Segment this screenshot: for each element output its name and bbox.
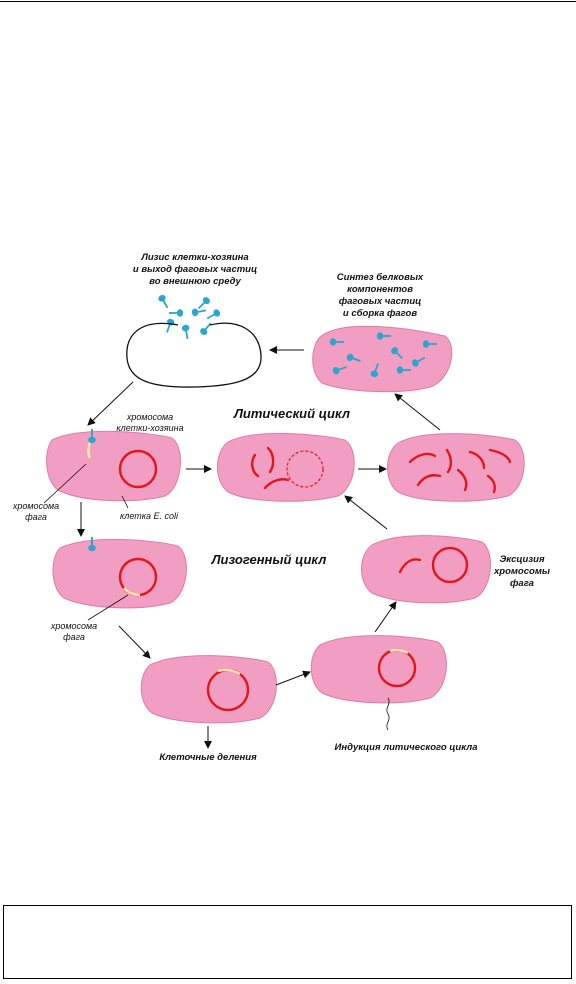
- phage-life-cycle-diagram: Лизис клетки-хозяина и выход фаговых час…: [12, 252, 550, 763]
- host-chromosome-label-line-2: клетки-хозяина: [116, 423, 183, 433]
- synthesis-label-line-4: и сборка фагов: [343, 308, 417, 319]
- phage-chromosome-label-2-line-2: фага: [63, 632, 85, 642]
- arrow-prophage-to-induction: [275, 670, 311, 686]
- synthesis-label-line-1: Синтез белковых: [337, 272, 424, 283]
- induction-signal: [386, 697, 390, 731]
- synthesis-label: Синтез белковых компонентов фаговых част…: [337, 272, 424, 319]
- phage-chromosome-label-1-line-1: хромосома: [12, 501, 59, 511]
- cell-lytic-many-dna: [387, 433, 525, 502]
- induction-label: Индукция литического цикла: [335, 742, 478, 753]
- arrow-many-dna-to-assembly: [394, 393, 441, 431]
- cell-prophage-division: [140, 655, 277, 724]
- cell-prophage-induction: [310, 635, 447, 704]
- lysogenic-cycle-title: Лизогенный цикл: [211, 552, 327, 567]
- excision-label-line-2: хромосомы: [493, 566, 550, 577]
- bottom-frame: [3, 905, 572, 979]
- lysis-label: Лизис клетки-хозяина и выход фаговых час…: [133, 252, 257, 287]
- synthesis-label-line-3: фаговых частиц: [339, 296, 422, 307]
- lysis-label-line-2: и выход фаговых частиц: [133, 264, 257, 275]
- cell-lytic-replication: [217, 432, 355, 502]
- arrow-lysogen-to-prophage: [118, 625, 151, 659]
- ecoli-cell-label: клетка E. coli: [120, 511, 179, 521]
- cell-infected: [46, 428, 181, 502]
- arrow-excision-to-lytic: [344, 495, 388, 530]
- cell-division-label: Клеточные деления: [159, 752, 257, 763]
- lytic-cycle-title: Литический цикл: [233, 406, 350, 421]
- cell-phage-assembly: [312, 325, 453, 393]
- cell-excision: [361, 535, 491, 604]
- lysis-label-line-3: во внешнюю среду: [149, 276, 241, 287]
- lysis-label-line-1: Лизис клетки-хозяина: [140, 252, 248, 263]
- top-rule: [0, 1, 576, 2]
- excision-label-line-3: фага: [510, 578, 534, 589]
- host-chromosome-label-line-1: хромосома: [126, 412, 173, 422]
- cycle-arrows: [77, 346, 441, 749]
- arrow-induction-to-excision: [374, 601, 397, 633]
- released-phages: [156, 292, 223, 341]
- phage-chromosome-label-2-line-1: хромосома: [50, 621, 97, 631]
- phage-chromosome-label-1-line-2: фага: [25, 512, 47, 522]
- arrow-lysis-to-infection: [87, 381, 134, 426]
- synthesis-label-line-2: компонентов: [347, 284, 413, 295]
- lysed-cell: [126, 322, 262, 388]
- excision-label-line-1: Эксцизия: [499, 554, 545, 565]
- cell-lysogen-attached: [52, 536, 187, 609]
